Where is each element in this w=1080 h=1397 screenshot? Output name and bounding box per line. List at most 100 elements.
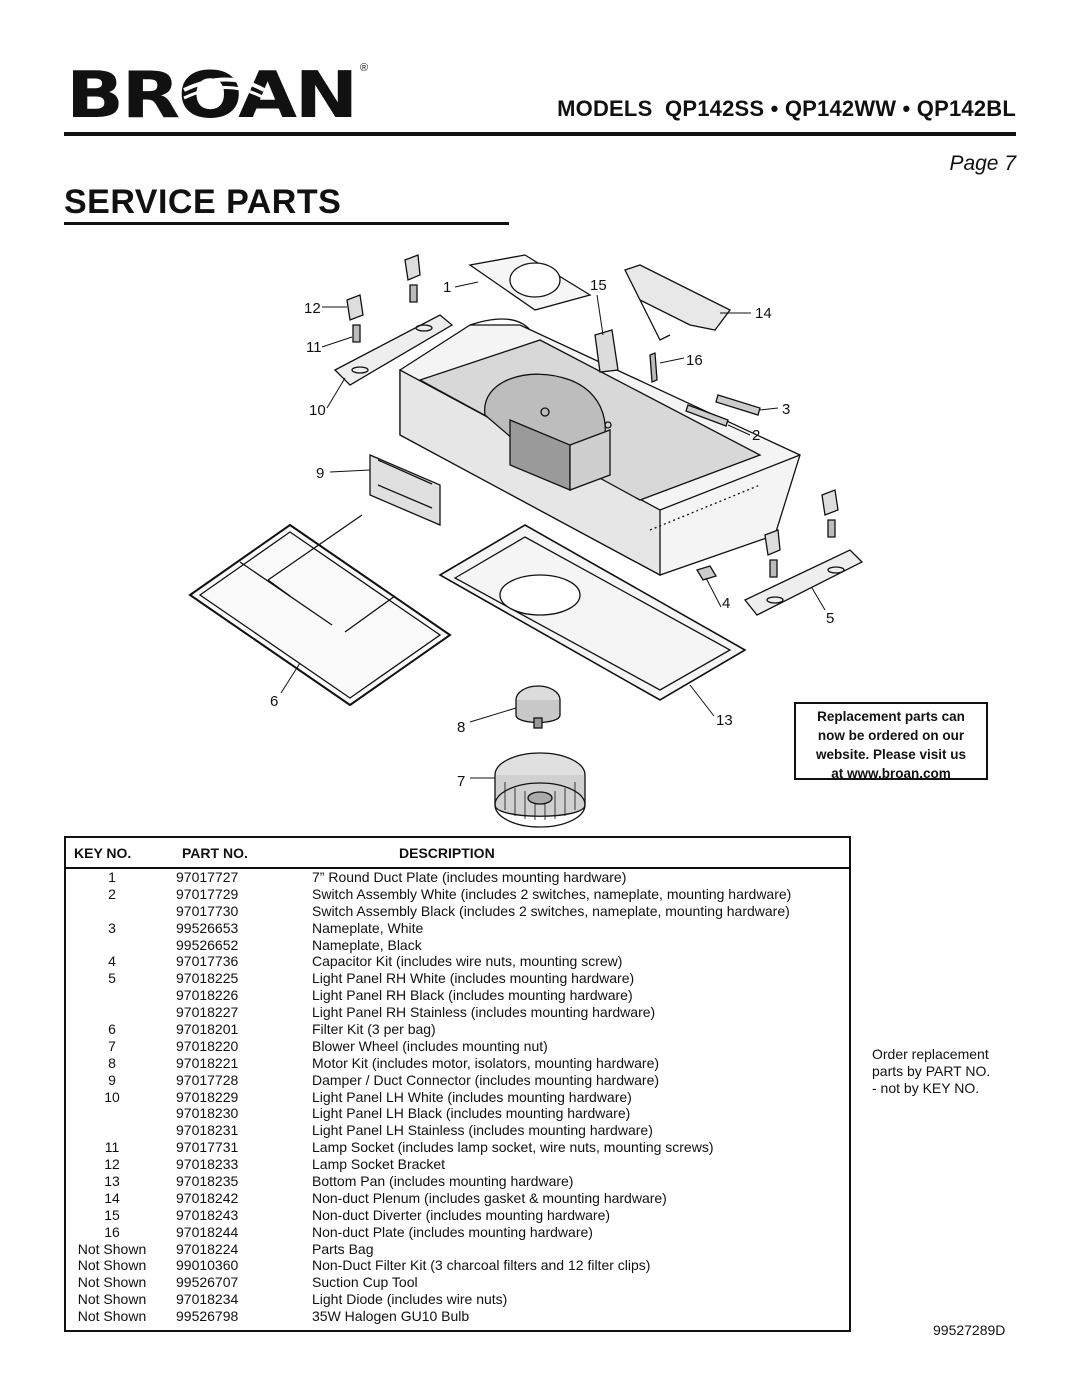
description-cell: Light Panel RH White (includes mounting …: [312, 970, 635, 987]
key-cell: 8: [108, 1054, 116, 1071]
description-cell: Lamp Socket (includes lamp socket, wire …: [312, 1139, 714, 1156]
key-cell: Not Shown: [77, 1257, 147, 1274]
key-cell: 14: [104, 1189, 120, 1206]
callout-14: 14: [755, 305, 772, 322]
part-no-cell: 97018220: [176, 1037, 239, 1054]
callout-7: 7: [457, 773, 465, 790]
key-cell: [66, 1105, 158, 1122]
models-heading: MODELS QP142SS • QP142WW • QP142BL: [557, 96, 1016, 121]
key-cell: 9: [108, 1071, 116, 1088]
description-cell: Light Panel RH Black (includes mounting …: [312, 987, 633, 1004]
header-part-no: PART NO.: [182, 845, 248, 861]
key-cell: 12: [104, 1156, 120, 1173]
part-no-cell: 97018235: [176, 1173, 239, 1190]
key-cell: 2: [108, 885, 116, 902]
table-row: 7 97018220 Blower Wheel (includes mounting…: [66, 1038, 791, 1055]
bottom-pan: [438, 524, 747, 701]
key-cell: 10: [104, 1088, 120, 1105]
order-note-line-3: - not by KEY NO.: [872, 1080, 980, 1096]
hood-body: [399, 318, 801, 577]
part-no-cell: 97017727: [176, 869, 239, 885]
callout-9: 9: [316, 465, 324, 482]
description-cell: Non-duct Plate (includes mounting hardwa…: [312, 1223, 593, 1240]
description-cell: Blower Wheel (includes mounting nut): [312, 1037, 548, 1054]
part-no-cell: 97018230: [176, 1105, 239, 1122]
callout-5: 5: [826, 610, 834, 627]
callout-6: 6: [270, 693, 278, 710]
part-no-cell: 97017728: [176, 1071, 239, 1088]
part-no-cell: 97018234: [176, 1291, 239, 1308]
key-cell: 3: [108, 919, 116, 936]
description-cell: Light Panel LH Black (includes mounting …: [312, 1105, 631, 1122]
description-cell: Light Diode (includes wire nuts): [312, 1291, 508, 1308]
order-note: Order replacement parts by PART NO. - no…: [872, 1046, 1022, 1097]
right-light-panel-assembly: [743, 489, 864, 616]
page-number: Page 7: [949, 152, 1016, 175]
callout-16: 16: [686, 352, 703, 369]
order-note-line-1: Order replacement: [872, 1046, 989, 1062]
description-cell: Nameplate, White: [312, 919, 424, 936]
registered-mark: ®: [360, 62, 369, 74]
key-cell: Not Shown: [77, 1274, 147, 1291]
header-key-no: KEY NO.: [74, 845, 132, 861]
callout-2: 2: [752, 427, 760, 444]
broan-logo: BROAN ®: [64, 59, 374, 133]
key-cell: Not Shown: [77, 1240, 147, 1257]
parts-table-frame: [64, 836, 851, 1332]
description-cell: Non-duct Plenum (includes gasket & mount…: [312, 1189, 667, 1206]
filter-kit: [188, 514, 452, 707]
callout-11: 11: [306, 339, 322, 356]
key-cell: 13: [104, 1173, 120, 1190]
page-title: SERVICE PARTS: [64, 183, 342, 221]
part-no-cell: 99526707: [176, 1274, 239, 1291]
key-cell: Not Shown: [77, 1291, 147, 1308]
non-duct-plenum: [624, 264, 731, 341]
part-no-cell: 97018226: [176, 987, 239, 1004]
description-cell: Suction Cup Tool: [312, 1274, 418, 1291]
description-cell: Bottom Pan (includes mounting hardware): [312, 1173, 574, 1190]
key-cell: [66, 1122, 158, 1139]
callout-12: 12: [304, 300, 321, 317]
description-cell: Light Panel LH Stainless (includes mount…: [312, 1122, 653, 1139]
callout-1: 1: [443, 279, 451, 296]
broan-website-link[interactable]: www.broan.com: [847, 766, 951, 781]
notice-line-1: Replacement parts can: [817, 709, 965, 724]
notice-line-4: at www.broan.com: [796, 764, 986, 783]
table-row: Not Shown 99526707 Suction Cup Tool: [66, 1274, 791, 1291]
part-no-cell: 97017731: [176, 1139, 239, 1156]
part-no-cell: 99526653: [176, 919, 239, 936]
key-cell: [66, 987, 158, 1004]
parts-table-header: KEY NO. PART NO. DESCRIPTION: [66, 845, 849, 869]
key-cell: [66, 903, 158, 920]
table-row: 97018231 Light Panel LH Stainless (includ…: [66, 1122, 791, 1139]
description-cell: Motor Kit (includes motor, isolators, mo…: [312, 1054, 660, 1071]
part-no-cell: 99526798: [176, 1308, 239, 1325]
key-cell: 7: [108, 1037, 116, 1054]
table-row: 3 99526653 Nameplate, White: [66, 920, 791, 937]
description-cell: Capacitor Kit (includes wire nuts, mount…: [312, 953, 623, 970]
blower-wheel: [494, 752, 586, 828]
table-row: 13 97018235 Bottom Pan (includes mounting …: [66, 1173, 791, 1190]
callout-13: 13: [716, 712, 733, 729]
notice-prefix: at: [831, 766, 847, 781]
description-cell: Non-Duct Filter Kit (3 charcoal filters …: [312, 1257, 651, 1274]
part-no-cell: 97018231: [176, 1122, 239, 1139]
key-cell: 5: [108, 970, 116, 987]
damper-duct-connector: [369, 454, 441, 526]
table-row: Not Shown 97018234 Light Diode (includes w…: [66, 1291, 791, 1308]
capacitor: [696, 565, 717, 581]
